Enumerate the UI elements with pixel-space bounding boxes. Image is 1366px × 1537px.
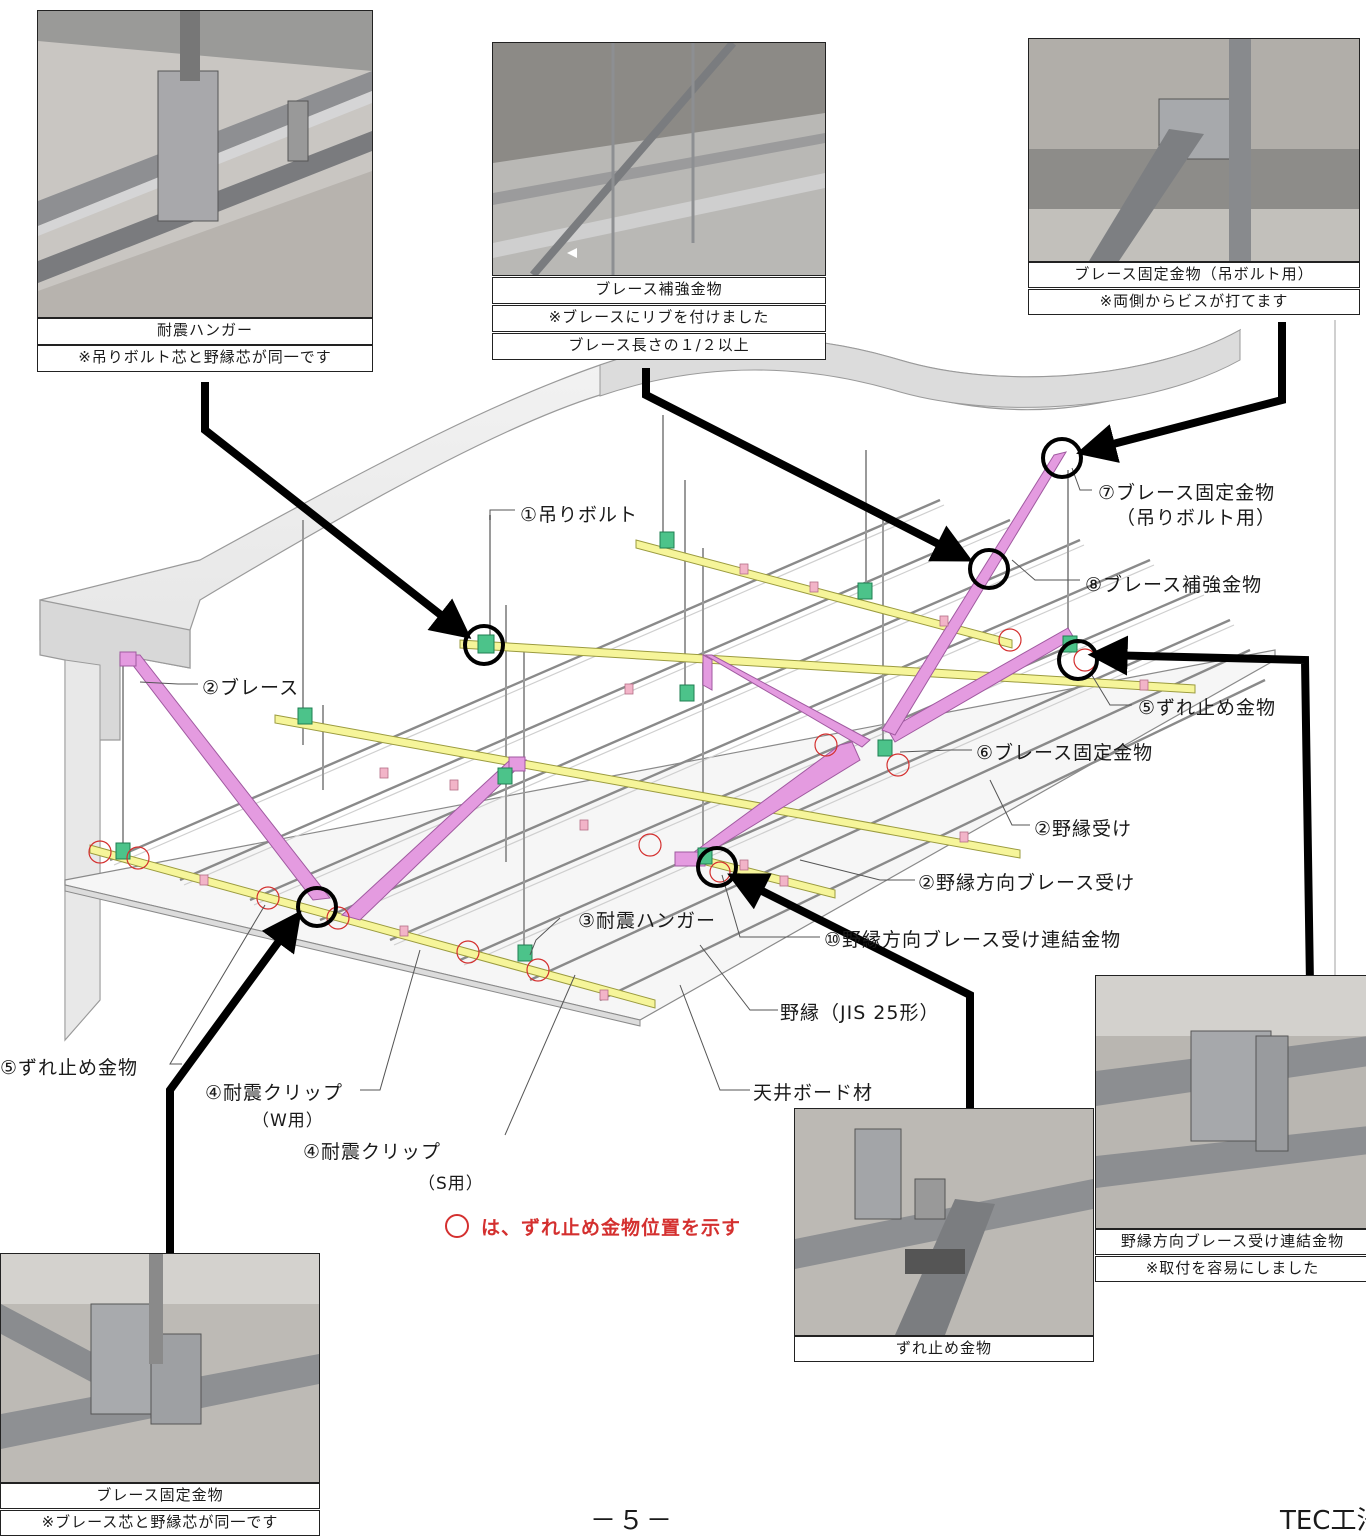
- photo-brace-fixing-bolt: [1028, 38, 1360, 262]
- label-ceiling-board: 天井ボード材: [753, 1082, 874, 1104]
- caption-slip-stopper: ずれ止め金物: [794, 1336, 1094, 1362]
- label-brace-fixing: ⑥ブレース固定金物: [976, 742, 1154, 764]
- leader-lines: [139, 467, 1132, 1136]
- caption-runner-brace-connector: 野縁方向ブレース受け連結金物: [1095, 1229, 1366, 1255]
- photo-brace-reinforce: [492, 42, 826, 276]
- label-seismic-hanger: ③耐震ハンガー: [578, 910, 717, 932]
- caption-brace-reinforce-length: ブレース長さの１/２以上: [492, 333, 826, 360]
- photo-brace-fixing: [0, 1253, 320, 1483]
- page-number: －５－: [590, 1506, 675, 1536]
- photo-slip-stopper: [794, 1108, 1094, 1336]
- label-clip-s-sub: （S用）: [418, 1174, 484, 1194]
- label-runner-brace-connector: ⑩野縁方向ブレース受け連結金物: [824, 929, 1122, 951]
- red-circle-icon: [445, 1214, 469, 1238]
- braces: [119, 451, 1075, 921]
- caption-brace-reinforce-note: ※ブレースにリブを付けました: [492, 305, 826, 332]
- callout-circles: [296, 437, 1099, 928]
- label-slip-stopper-left: ⑤ずれ止め金物: [0, 1057, 139, 1079]
- caption-seismic-hanger: 耐震ハンガー: [37, 318, 373, 345]
- legend-text: は、ずれ止め金物位置を示す: [481, 1217, 742, 1239]
- photo-seismic-hanger: [37, 10, 373, 318]
- label-clip-w-sub: （W用）: [252, 1111, 324, 1131]
- label-brace: ②ブレース: [202, 677, 300, 699]
- caption-brace-fixing-bolt: ブレース固定金物（吊ボルト用）: [1028, 262, 1360, 288]
- caption-brace-fixing-bolt-note: ※両側からビスが打てます: [1028, 289, 1360, 315]
- slip-stopper-markers: [88, 628, 1097, 982]
- label-runner-brace-receiver: ②野縁方向ブレース受け: [918, 872, 1136, 894]
- caption-brace-reinforce: ブレース補強金物: [492, 277, 826, 304]
- caption-brace-fixing: ブレース固定金物: [0, 1483, 320, 1509]
- label-hanging-bolt: ①吊りボルト: [520, 504, 639, 526]
- label-slip-stopper-right: ⑤ずれ止め金物: [1138, 697, 1277, 719]
- label-brace-reinforce: ⑧ブレース補強金物: [1085, 574, 1263, 596]
- label-clip-s: ④耐震クリップ: [303, 1141, 442, 1163]
- label-brace-fixing-bolt: ⑦ブレース固定金物: [1098, 482, 1276, 504]
- label-runner: 野縁（JIS 25形）: [780, 1002, 940, 1024]
- hanging-bolts: [122, 415, 1069, 955]
- label-clip-w: ④耐震クリップ: [205, 1082, 344, 1104]
- photo-runner-brace-connector: [1095, 975, 1366, 1229]
- caption-brace-fixing-note: ※ブレース芯と野縁芯が同一です: [0, 1510, 320, 1536]
- slip-stopper-legend: は、ずれ止め金物位置を示す: [445, 1213, 741, 1240]
- callout-arrows: [166, 322, 1314, 1290]
- label-runner-receiver: ②野縁受け: [1034, 818, 1133, 840]
- caption-runner-brace-connector-note: ※取付を容易にしました: [1095, 1256, 1366, 1282]
- caption-seismic-hanger-note: ※吊りボルト芯と野縁芯が同一です: [37, 345, 373, 372]
- label-brace-fixing-bolt-sub: （吊りボルト用）: [1116, 507, 1277, 529]
- brand-text: TEC工法: [1280, 1506, 1366, 1536]
